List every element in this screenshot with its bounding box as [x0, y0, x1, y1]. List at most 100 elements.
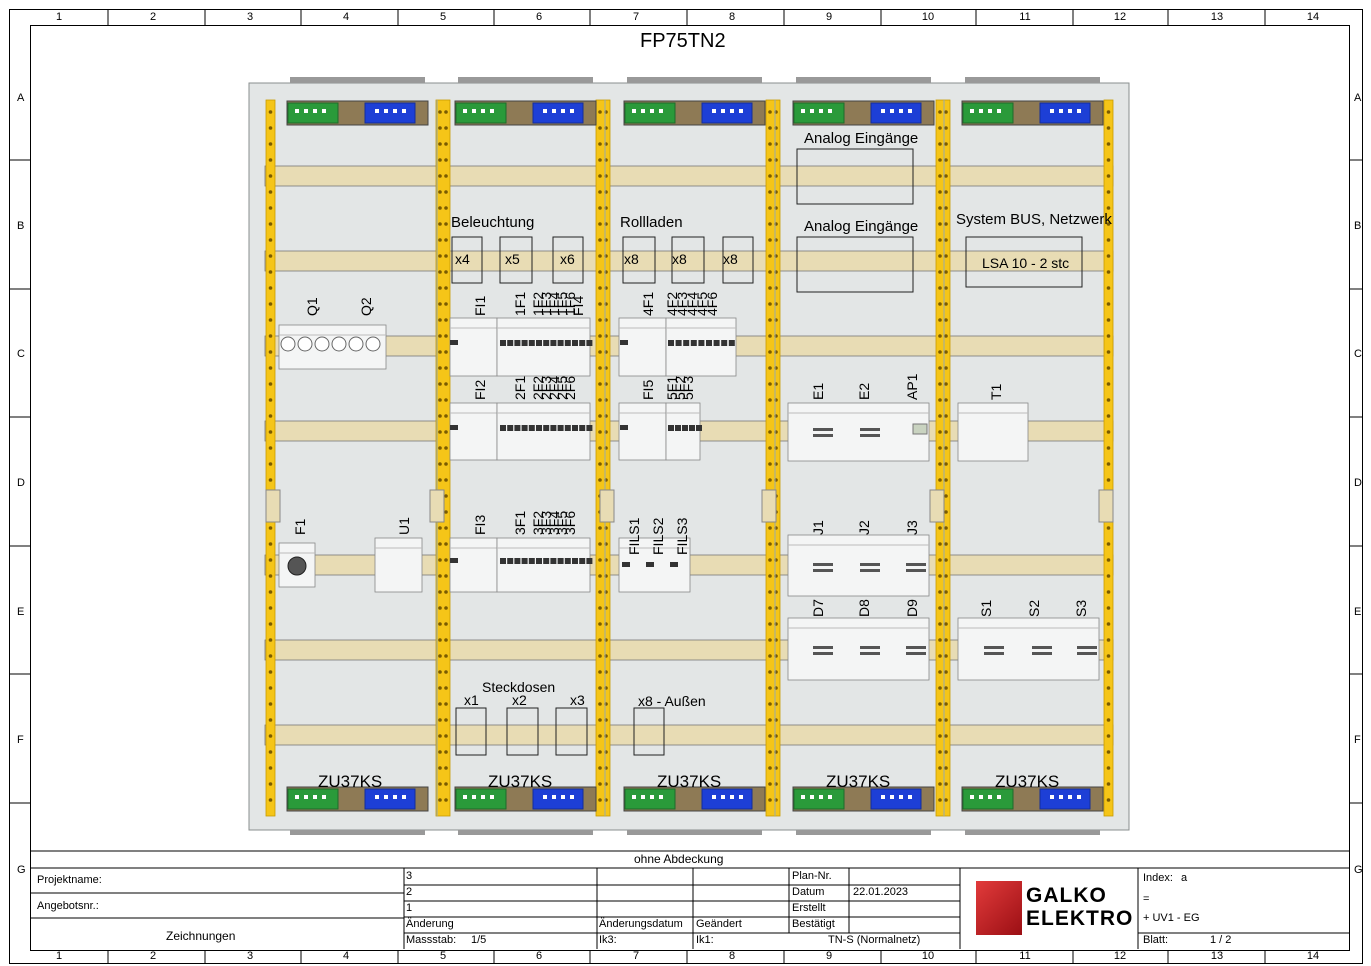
indicator: [860, 652, 880, 655]
rail-hole: [444, 494, 448, 498]
screw: [801, 109, 805, 113]
pole-marker: [450, 425, 458, 430]
rail-hole: [444, 254, 448, 258]
rail-hole: [768, 142, 772, 146]
row-letter: D: [17, 477, 25, 489]
rail-hole: [444, 606, 448, 610]
indicator: [813, 646, 833, 649]
column-number: 2: [149, 11, 157, 23]
rail-hole: [944, 430, 948, 434]
pole-marker: [528, 425, 535, 431]
aenderungsdatum-label: Änderungsdatum: [599, 918, 683, 930]
rail-hole: [268, 798, 273, 802]
rail-hole: [768, 654, 772, 658]
rail-hole: [1106, 574, 1111, 578]
rail-hole: [268, 254, 273, 258]
rail-hole: [444, 478, 448, 482]
rail-hole: [938, 782, 942, 786]
screw: [650, 109, 654, 113]
rail-hole: [438, 318, 442, 322]
rail-hole: [598, 366, 602, 370]
screw: [997, 109, 1001, 113]
indicator: [813, 563, 833, 566]
pole-marker: [550, 340, 557, 346]
screw: [828, 795, 832, 799]
row-letter: C: [17, 348, 25, 360]
rail-hole: [598, 686, 602, 690]
rail-hole: [438, 638, 442, 642]
angebotsnr-label: Angebotsnr.:: [37, 900, 99, 912]
column-number: 4: [342, 11, 350, 23]
ik3-label: Ik3:: [599, 934, 617, 946]
rail-hole: [598, 446, 602, 450]
rail-hole: [938, 334, 942, 338]
column-number: 1: [55, 950, 63, 962]
screw: [641, 795, 645, 799]
screw: [543, 109, 547, 113]
rail-hole: [444, 318, 448, 322]
screw: [1077, 109, 1081, 113]
indicator: [906, 563, 926, 566]
column-number: 11: [1019, 11, 1031, 23]
pole-marker: [500, 558, 506, 564]
rail-hole: [938, 606, 942, 610]
rail-hole: [1106, 350, 1111, 354]
pole-marker: [620, 425, 628, 430]
rail-hole: [268, 654, 273, 658]
row-letter: B: [1354, 220, 1362, 232]
rail-hole: [598, 334, 602, 338]
rail-hole: [768, 462, 772, 466]
rail-hole: [444, 174, 448, 178]
rail-hole: [598, 158, 602, 162]
rail-hole: [438, 446, 442, 450]
pole-marker: [521, 425, 528, 431]
indicator: [1077, 646, 1097, 649]
rev-1: 1: [406, 902, 413, 914]
screw: [463, 109, 467, 113]
screw: [979, 109, 983, 113]
terminal-label: ZU37KS: [995, 772, 1060, 791]
column-number: 12: [1113, 11, 1127, 23]
rail-hole: [1106, 702, 1111, 706]
label-box: [796, 148, 914, 205]
q-contact: [314, 336, 330, 352]
screw: [313, 795, 317, 799]
screw: [304, 109, 308, 113]
terminal-label: ZU37KS: [826, 772, 891, 791]
rail-hole: [1106, 206, 1111, 210]
label-box: [455, 707, 487, 756]
screw: [979, 795, 983, 799]
rail-hole: [438, 782, 442, 786]
row-letter: C: [1354, 348, 1362, 360]
f1-switch: [287, 556, 307, 576]
pole-marker: [586, 558, 593, 564]
rail-hole: [944, 670, 948, 674]
rail-hole: [438, 206, 442, 210]
rail-hole: [444, 798, 448, 802]
column-number: 12: [1113, 950, 1127, 962]
rail-hole: [598, 110, 602, 114]
screw: [908, 109, 912, 113]
column-number: 1: [55, 11, 63, 23]
screw: [295, 109, 299, 113]
screw: [552, 795, 556, 799]
column-number: 6: [535, 11, 543, 23]
screw: [819, 795, 823, 799]
column-number: 4: [342, 950, 350, 962]
rail-hole: [944, 174, 948, 178]
vent-bottom: [796, 830, 931, 835]
row-letter: G: [1354, 864, 1363, 876]
logo-mark: [976, 881, 1022, 935]
rail-hole: [444, 286, 448, 290]
column-number: 9: [825, 950, 833, 962]
netz-value: TN-S (Normalnetz): [828, 934, 921, 946]
rail-hole: [598, 382, 602, 386]
rail-hole: [768, 670, 772, 674]
rail-hole: [268, 734, 273, 738]
label-analog-2: Analog Eingänge: [804, 218, 919, 235]
rail-hole: [268, 126, 273, 130]
indicator: [906, 646, 926, 649]
screw: [970, 109, 974, 113]
row-letter: E: [1354, 606, 1362, 618]
